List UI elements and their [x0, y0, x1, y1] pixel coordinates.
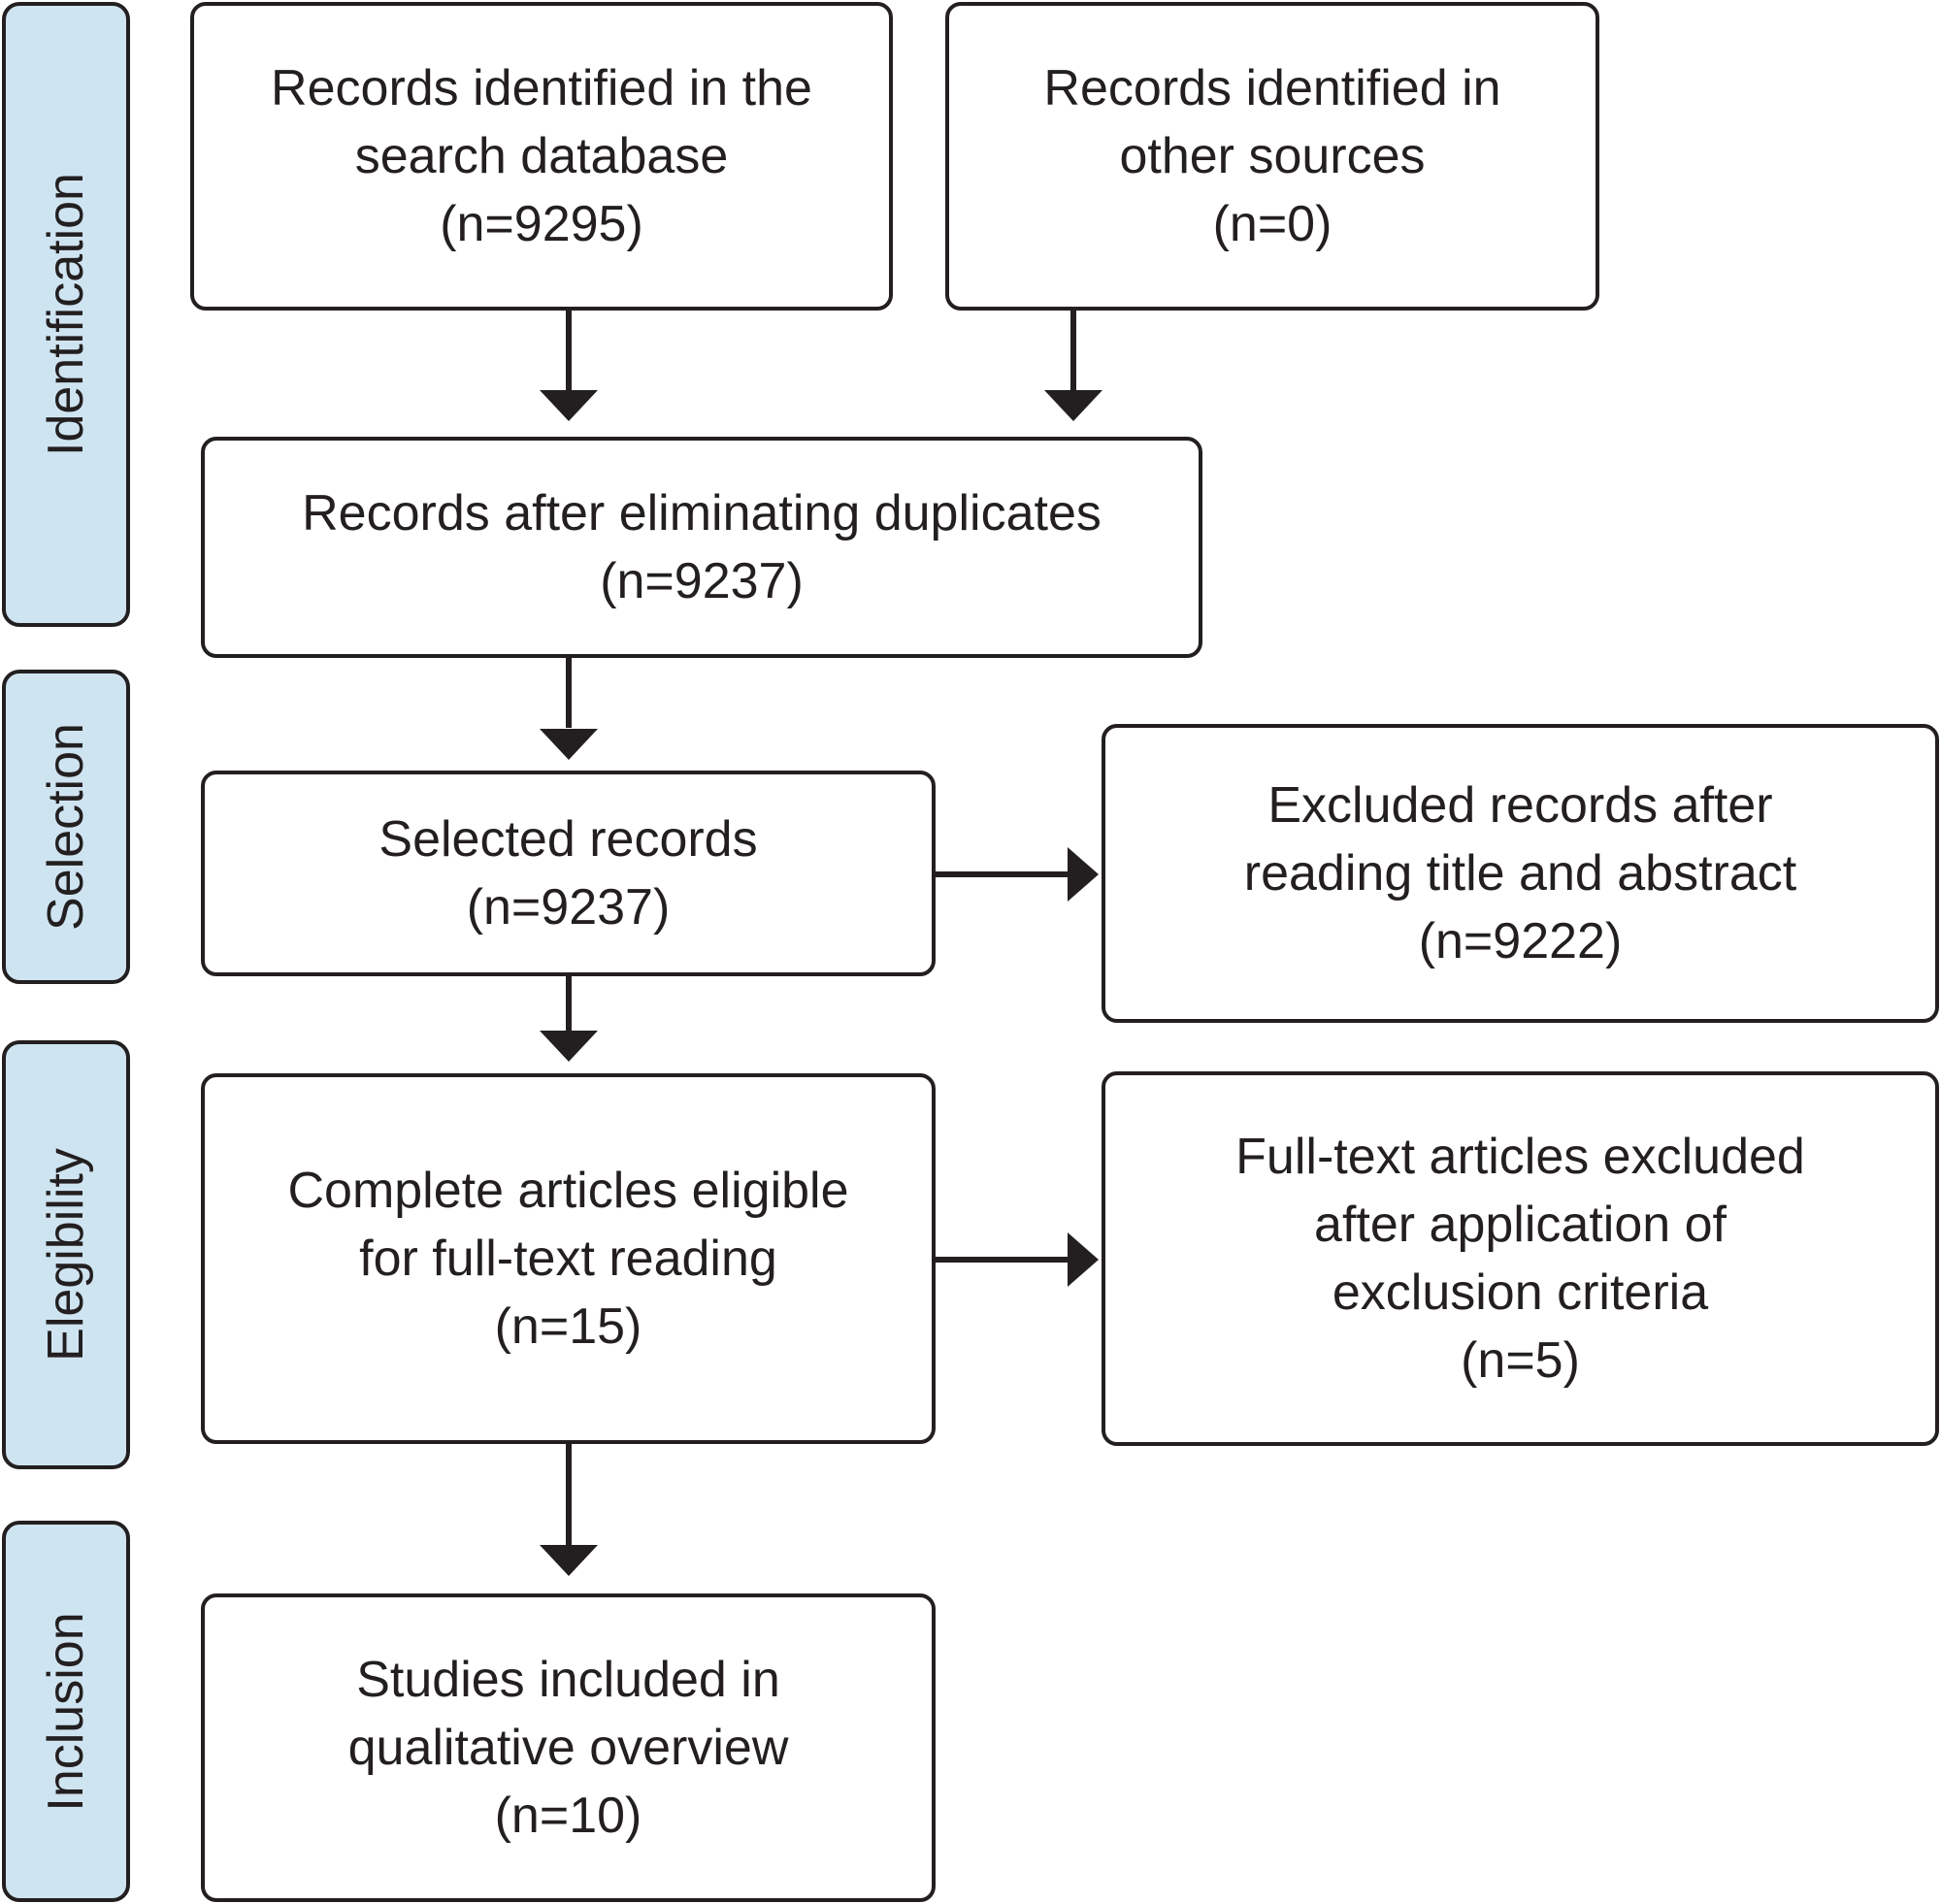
box-selected-line: Selected records — [378, 811, 758, 868]
box-eligible-line: Complete articles eligible — [287, 1163, 849, 1219]
box-excluded-title-abstract: Excluded records after reading title and… — [1102, 724, 1939, 1023]
box-excluded-ft-line: Full-text articles excluded — [1235, 1129, 1805, 1185]
arrowhead-selected-down — [540, 1031, 598, 1062]
box-included-line: Studies included in — [356, 1652, 780, 1708]
box-eligible-count: (n=15) — [494, 1298, 642, 1355]
box-excluded-ta-line: reading title and abstract — [1243, 845, 1797, 902]
box-records-other-count: (n=0) — [1212, 196, 1332, 252]
stage-identification-label: Identification — [38, 173, 94, 456]
box-records-other-line: other sources — [1119, 128, 1426, 184]
box-records-database-count: (n=9295) — [440, 196, 643, 252]
box-included-count: (n=10) — [494, 1788, 642, 1844]
stage-inclusion-label: Inclusion — [38, 1611, 94, 1812]
box-excluded-ft-line: after application of — [1314, 1197, 1727, 1253]
arrowhead-eligible-right — [1068, 1232, 1099, 1287]
box-records-after-duplicates: Records after eliminating duplicates (n=… — [201, 437, 1202, 658]
arrowhead-duplicates-down — [540, 729, 598, 760]
box-included-studies: Studies included in qualitative overview… — [201, 1593, 936, 1902]
box-records-database-line: search database — [354, 128, 729, 184]
box-after-duplicates-line: Records after eliminating duplicates — [302, 485, 1102, 542]
arrowhead-eligible-down — [540, 1545, 598, 1576]
box-eligible-line: for full-text reading — [359, 1231, 777, 1287]
box-excluded-full-text: Full-text articles excluded after applic… — [1102, 1071, 1939, 1446]
box-excluded-ta-line: Excluded records after — [1267, 777, 1773, 834]
box-selected-count: (n=9237) — [466, 879, 671, 936]
stage-selection: Selection — [2, 670, 130, 984]
stage-selection-label: Selection — [38, 723, 94, 931]
box-excluded-ta-count: (n=9222) — [1418, 913, 1623, 969]
stage-eligibility: Elegibility — [2, 1040, 130, 1469]
box-eligible-full-text: Complete articles eligible for full-text… — [201, 1073, 936, 1444]
box-records-other-line: Records identified in — [1043, 60, 1501, 116]
box-excluded-ft-count: (n=5) — [1461, 1332, 1580, 1389]
box-included-line: qualitative overview — [347, 1720, 789, 1776]
box-records-database-line: Records identified in the — [271, 60, 812, 116]
stage-identification: Identification — [2, 2, 130, 627]
box-records-other-sources: Records identified in other sources (n=0… — [945, 2, 1599, 311]
box-records-database: Records identified in the search databas… — [190, 2, 893, 311]
arrowhead-selected-right — [1068, 847, 1099, 902]
arrowhead-other-down — [1044, 390, 1102, 421]
stage-eligibility-label: Elegibility — [38, 1148, 94, 1362]
stage-inclusion: Inclusion — [2, 1521, 130, 1902]
box-after-duplicates-count: (n=9237) — [600, 553, 804, 609]
arrowhead-database-down — [540, 390, 598, 421]
box-selected-records: Selected records (n=9237) — [201, 771, 936, 976]
box-excluded-ft-line: exclusion criteria — [1332, 1264, 1709, 1321]
